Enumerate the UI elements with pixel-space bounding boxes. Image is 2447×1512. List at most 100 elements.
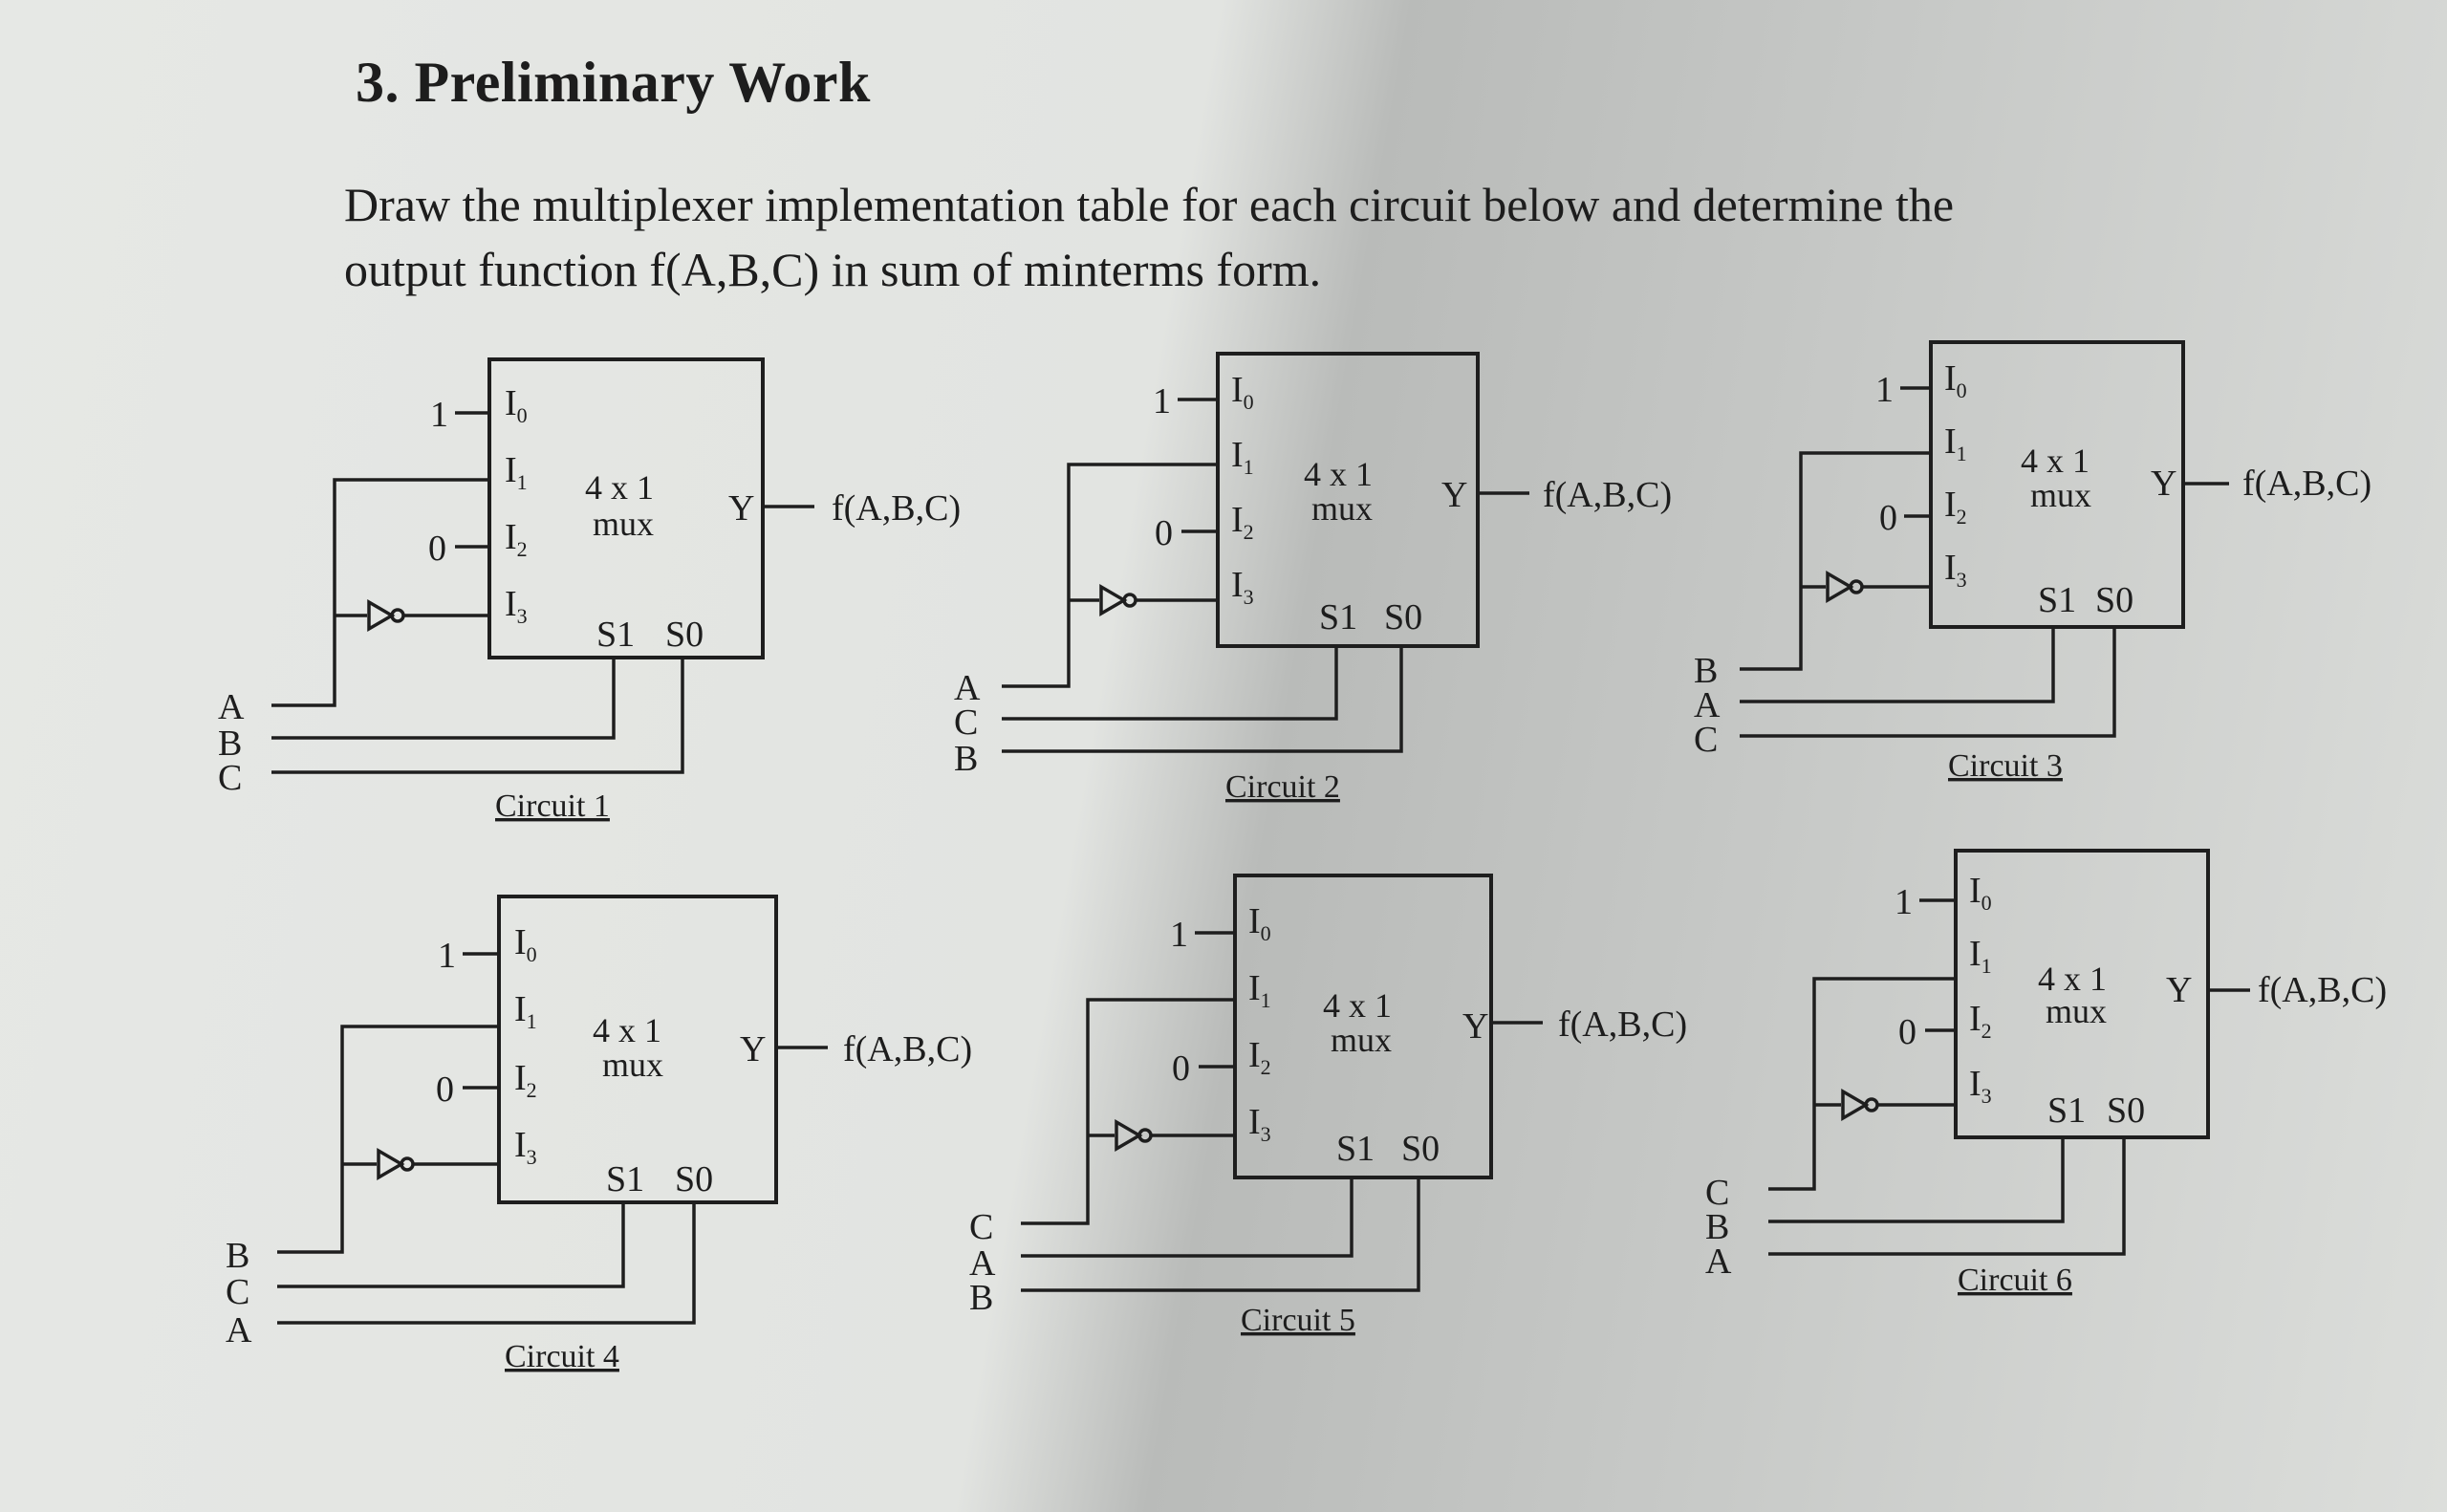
mux-size: 4 x 1 — [585, 468, 654, 507]
var-2: C — [226, 1272, 249, 1312]
var-3: B — [969, 1278, 993, 1318]
pin-s1: S1 — [606, 1159, 644, 1199]
var-1: C — [1705, 1173, 1729, 1213]
not-gate-icon — [1099, 585, 1137, 616]
pin-i3: I3 — [514, 1125, 537, 1169]
circuit-caption: Circuit 4 — [505, 1339, 619, 1374]
var-3: A — [1705, 1242, 1732, 1282]
pin-i3: I3 — [505, 584, 528, 628]
circuit-2: 4 x 1 mux I0 I1 I2 I3 S1 S0 Y 1 0 f(A,B,… — [954, 352, 1672, 805]
pin-i1: I1 — [1969, 934, 1992, 978]
not-gate-icon — [1826, 572, 1864, 602]
not-gate-icon — [1115, 1120, 1153, 1151]
circuit-caption: Circuit 6 — [1958, 1263, 2072, 1298]
pin-i0: I0 — [1231, 370, 1254, 414]
const-1: 1 — [430, 395, 448, 435]
mux-size: 4 x 1 — [593, 1011, 661, 1049]
mux-block — [497, 895, 778, 1204]
circuit-caption: Circuit 2 — [1225, 769, 1340, 805]
pin-s1: S1 — [2047, 1091, 2086, 1131]
pin-i0: I0 — [1944, 358, 1967, 402]
var-3: A — [226, 1310, 252, 1350]
mux-size: 4 x 1 — [1304, 455, 1373, 493]
pin-y: Y — [1441, 475, 1467, 515]
pin-s1: S1 — [2038, 580, 2076, 620]
pin-i3: I3 — [1231, 565, 1254, 609]
pin-i0: I0 — [1969, 871, 1992, 915]
var-1: C — [969, 1207, 993, 1247]
var-2: B — [1705, 1207, 1729, 1247]
circuit-1: 4 x 1 mux I0 I1 I2 I3 S1 S0 Y 1 0 f(A,B,… — [218, 357, 961, 824]
const-1: 1 — [1153, 381, 1171, 421]
pin-s0: S0 — [675, 1159, 713, 1199]
circuit-6: 4 x 1 mux I0 I1 I2 I3 S1 S0 Y 1 0 f(A,B,… — [1705, 849, 2387, 1298]
pin-i1: I1 — [505, 450, 528, 494]
mux-label: mux — [593, 505, 654, 543]
pin-i3: I3 — [1969, 1064, 1992, 1108]
not-gate-icon — [367, 600, 405, 631]
pin-i2: I2 — [514, 1058, 537, 1102]
mux-label: mux — [2030, 476, 2091, 514]
pin-i2: I2 — [1248, 1035, 1271, 1079]
pin-s1: S1 — [1336, 1129, 1375, 1169]
output-function: f(A,B,C) — [2242, 464, 2371, 504]
mux-label: mux — [602, 1046, 663, 1084]
instruction-text: Draw the multiplexer implementation tabl… — [344, 172, 2160, 302]
output-function: f(A,B,C) — [2258, 970, 2387, 1010]
mux-block — [1216, 352, 1480, 648]
not-gate-icon — [1841, 1090, 1879, 1120]
circuit-caption: Circuit 5 — [1241, 1303, 1355, 1338]
var-2: A — [1694, 685, 1721, 725]
mux-label: mux — [2046, 992, 2107, 1030]
output-function: f(A,B,C) — [832, 488, 961, 529]
pin-i3: I3 — [1944, 548, 1967, 592]
mux-size: 4 x 1 — [1323, 986, 1392, 1025]
instruction-line-2: output function f(A,B,C) in sum of minte… — [344, 243, 1322, 296]
const-1: 1 — [1170, 915, 1188, 955]
pin-i2: I2 — [1969, 999, 1992, 1043]
pin-y: Y — [1462, 1006, 1488, 1047]
output-function: f(A,B,C) — [1543, 475, 1672, 515]
pin-s1: S1 — [596, 615, 635, 655]
pin-i2: I2 — [505, 517, 528, 561]
output-function: f(A,B,C) — [843, 1029, 972, 1069]
mux-block — [1233, 874, 1493, 1179]
mux-block — [487, 357, 765, 659]
circuit-caption: Circuit 3 — [1948, 748, 2063, 784]
mux-label: mux — [1311, 489, 1373, 528]
const-1: 1 — [438, 936, 456, 976]
pin-s0: S0 — [1401, 1129, 1440, 1169]
pin-y: Y — [740, 1029, 766, 1069]
var-3: C — [218, 758, 242, 798]
const-0: 0 — [1172, 1048, 1190, 1089]
var-3: B — [954, 739, 978, 779]
instruction-line-1: Draw the multiplexer implementation tabl… — [344, 178, 1955, 231]
circuit-caption: Circuit 1 — [495, 788, 610, 824]
circuit-4: 4 x 1 mux I0 I1 I2 I3 S1 S0 Y 1 0 f(A,B,… — [226, 895, 972, 1374]
pin-i1: I1 — [1944, 421, 1967, 465]
var-1: B — [226, 1236, 249, 1276]
pin-s1: S1 — [1319, 597, 1357, 637]
not-gate-icon — [377, 1149, 415, 1179]
pin-y: Y — [728, 488, 754, 529]
pin-i2: I2 — [1231, 500, 1254, 544]
pin-i2: I2 — [1944, 485, 1967, 529]
pin-i1: I1 — [514, 989, 537, 1033]
pin-i0: I0 — [1248, 901, 1271, 945]
var-3: C — [1694, 720, 1718, 760]
section-heading: 3. Preliminary Work — [356, 51, 871, 114]
pin-s0: S0 — [665, 615, 704, 655]
pin-i1: I1 — [1231, 435, 1254, 479]
var-2: C — [954, 702, 978, 743]
const-0: 0 — [1155, 513, 1173, 553]
mux-block — [1954, 849, 2210, 1139]
mux-size: 4 x 1 — [2038, 960, 2107, 998]
pin-y: Y — [2151, 464, 2176, 504]
pin-i3: I3 — [1248, 1102, 1271, 1146]
output-function: f(A,B,C) — [1558, 1004, 1687, 1045]
pin-i0: I0 — [505, 383, 528, 427]
circuit-5: 4 x 1 mux I0 I1 I2 I3 S1 S0 Y 1 0 f(A,B,… — [969, 874, 1687, 1338]
mux-label: mux — [1331, 1021, 1392, 1059]
circuit-3: 4 x 1 mux I0 I1 I2 I3 S1 S0 Y 1 0 f(A,B,… — [1694, 340, 2371, 784]
const-0: 0 — [1879, 498, 1897, 538]
